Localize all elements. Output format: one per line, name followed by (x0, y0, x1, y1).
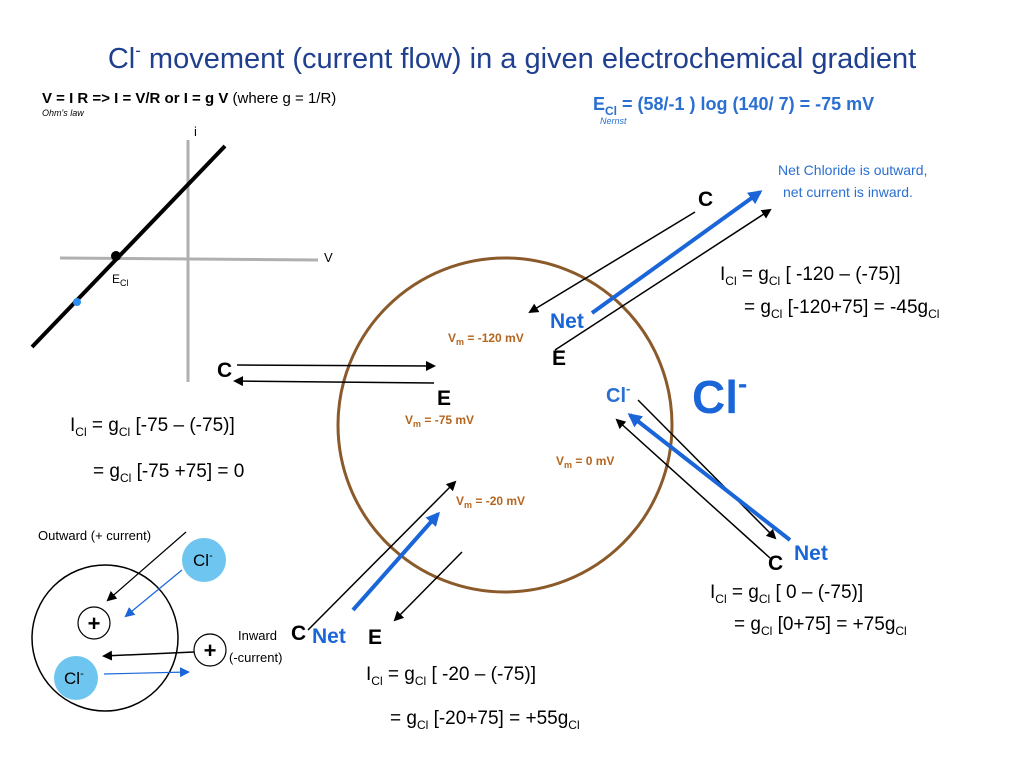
cl-ion-bottom-label: Cl- (64, 668, 84, 688)
iv-x-axis (59, 256, 319, 262)
operating-point (73, 298, 81, 306)
inward-label-line2: (-current) (229, 650, 282, 665)
label-e-minus120: E (552, 347, 566, 370)
cation-inside (77, 606, 111, 640)
label-c-minus120: C (698, 188, 713, 211)
electrical-arrow-minus75 (233, 376, 435, 387)
electrical-arrow-minus120 (554, 208, 772, 351)
iv-line (30, 144, 227, 349)
electrical-arrow-minus20 (393, 551, 463, 622)
label-c-zero: C (768, 552, 783, 575)
electrical-arrow-zero (615, 418, 771, 559)
equation-minus75-line2: = gCl [-75 +75] = 0 (93, 461, 244, 485)
chemical-arrow-minus120 (528, 211, 696, 314)
label-e-minus20: E (368, 626, 382, 649)
iv-y-label: i (194, 124, 197, 139)
net-arrow-minus20 (351, 511, 440, 612)
equation-zero-line2: = gCl [0+75] = +75gCl (734, 614, 907, 638)
label-c-minus20: C (291, 622, 306, 645)
vm-label-minus120: Vm = -120 mV (448, 331, 524, 347)
equation-minus75-line1: ICl = gCl [-75 – (-75)] (70, 415, 235, 439)
chemical-arrow-zero (637, 399, 777, 540)
cl-efflux-arrow (124, 569, 183, 618)
label-c-minus75: C (217, 359, 232, 382)
vm-label-minus75: Vm = -75 mV (405, 413, 474, 429)
equation-minus20-line1: ICl = gCl [ -20 – (-75)] (366, 664, 536, 688)
inward-current-arrow (102, 650, 195, 661)
label-e-minus75: E (437, 387, 451, 410)
vm-label-minus20: Vm = -20 mV (456, 494, 525, 510)
outward-current-arrow (106, 531, 187, 602)
label-net-zero: Net (794, 542, 828, 565)
outward-label: Outward (+ current) (38, 528, 151, 543)
cation-outside (193, 633, 227, 667)
cation-inside-label: + (88, 611, 101, 636)
net-arrow-minus120 (590, 190, 763, 315)
cl-ion-top (182, 538, 226, 582)
chemical-arrow-minus75 (236, 360, 436, 371)
equation-zero-line1: ICl = gCl [ 0 – (-75)] (710, 582, 863, 606)
net-chloride-note-line1: Net Chloride is outward, (778, 162, 927, 178)
mini-cell-membrane (31, 564, 179, 712)
mini-cell-diagram: Outward (+ current) Cl- Cl- + + Inward (… (31, 528, 282, 712)
iv-x-label: V (324, 250, 333, 265)
nernst-equation: ECl = (58/-1 ) log (140/ 7) = -75 mV (593, 94, 874, 118)
vm-label-zero: Vm = 0 mV (556, 454, 614, 470)
net-chloride-note-line2: net current is inward. (783, 184, 913, 200)
cl-ion-top-label: Cl- (193, 550, 213, 570)
equation-minus120-line2: = gCl [-120+75] = -45gCl (744, 297, 939, 321)
reversal-point (111, 251, 121, 261)
label-net-minus20: Net (312, 625, 346, 648)
cell-membrane (336, 256, 674, 594)
page-title: Cl- movement (current flow) in a given e… (108, 41, 916, 75)
chemical-arrow-minus20 (307, 480, 457, 631)
net-arrow-zero (627, 413, 792, 542)
equation-minus20-line2: = gCl [-20+75] = +55gCl (390, 708, 580, 732)
ohm-law-equation: V = I R => I = V/R or I = g V (where g =… (42, 90, 336, 107)
reversal-label: ECl (112, 272, 129, 288)
cl-influx-arrow (103, 667, 190, 678)
iv-plot: i V ECl (30, 124, 333, 382)
ohm-law-caption: Ohm's law (42, 108, 84, 118)
label-net-minus120: Net (550, 310, 584, 333)
inward-label-line1: Inward (238, 628, 277, 643)
cl-ion-inside-label: Cl- (606, 381, 630, 407)
cl-ion-bottom (54, 656, 98, 700)
equation-minus120-line1: ICl = gCl [ -120 – (-75)] (720, 264, 901, 288)
nernst-caption: Nernst (600, 116, 627, 126)
cation-outside-label: + (204, 638, 217, 663)
cl-ion-outside-label: Cl- (692, 368, 747, 423)
